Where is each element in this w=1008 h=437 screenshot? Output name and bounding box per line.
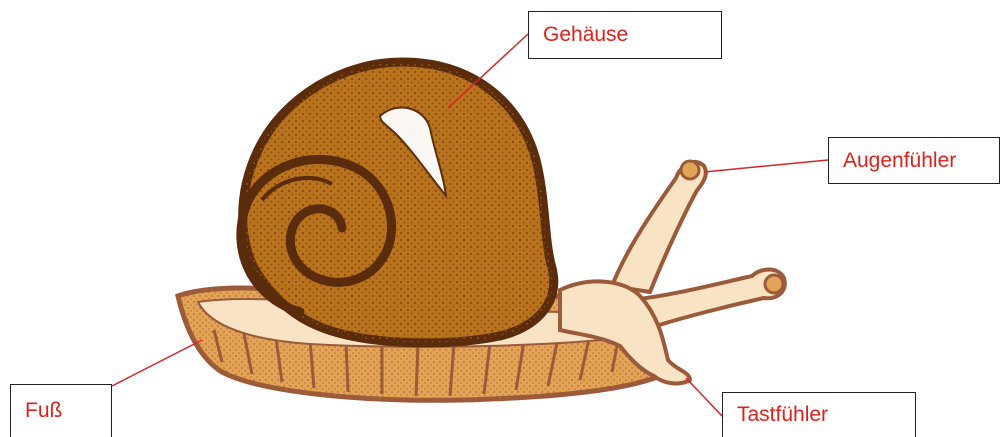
label-eye-tentacles-text: Augenfühler	[843, 149, 956, 173]
leader-line-eye-tentacles	[704, 160, 828, 172]
label-shell: Gehäuse	[528, 11, 722, 59]
label-foot: Fuß	[10, 384, 112, 437]
label-foot-text: Fuß	[25, 399, 62, 423]
leader-line-foot	[112, 340, 202, 386]
snail-shell	[241, 62, 554, 343]
label-feelers-text: Tastfühler	[737, 403, 828, 427]
label-eye-tentacles: Augenfühler	[828, 137, 1000, 184]
leader-line-feelers	[686, 378, 722, 416]
label-shell-text: Gehäuse	[543, 23, 628, 47]
label-feelers: Tastfühler	[722, 392, 916, 437]
